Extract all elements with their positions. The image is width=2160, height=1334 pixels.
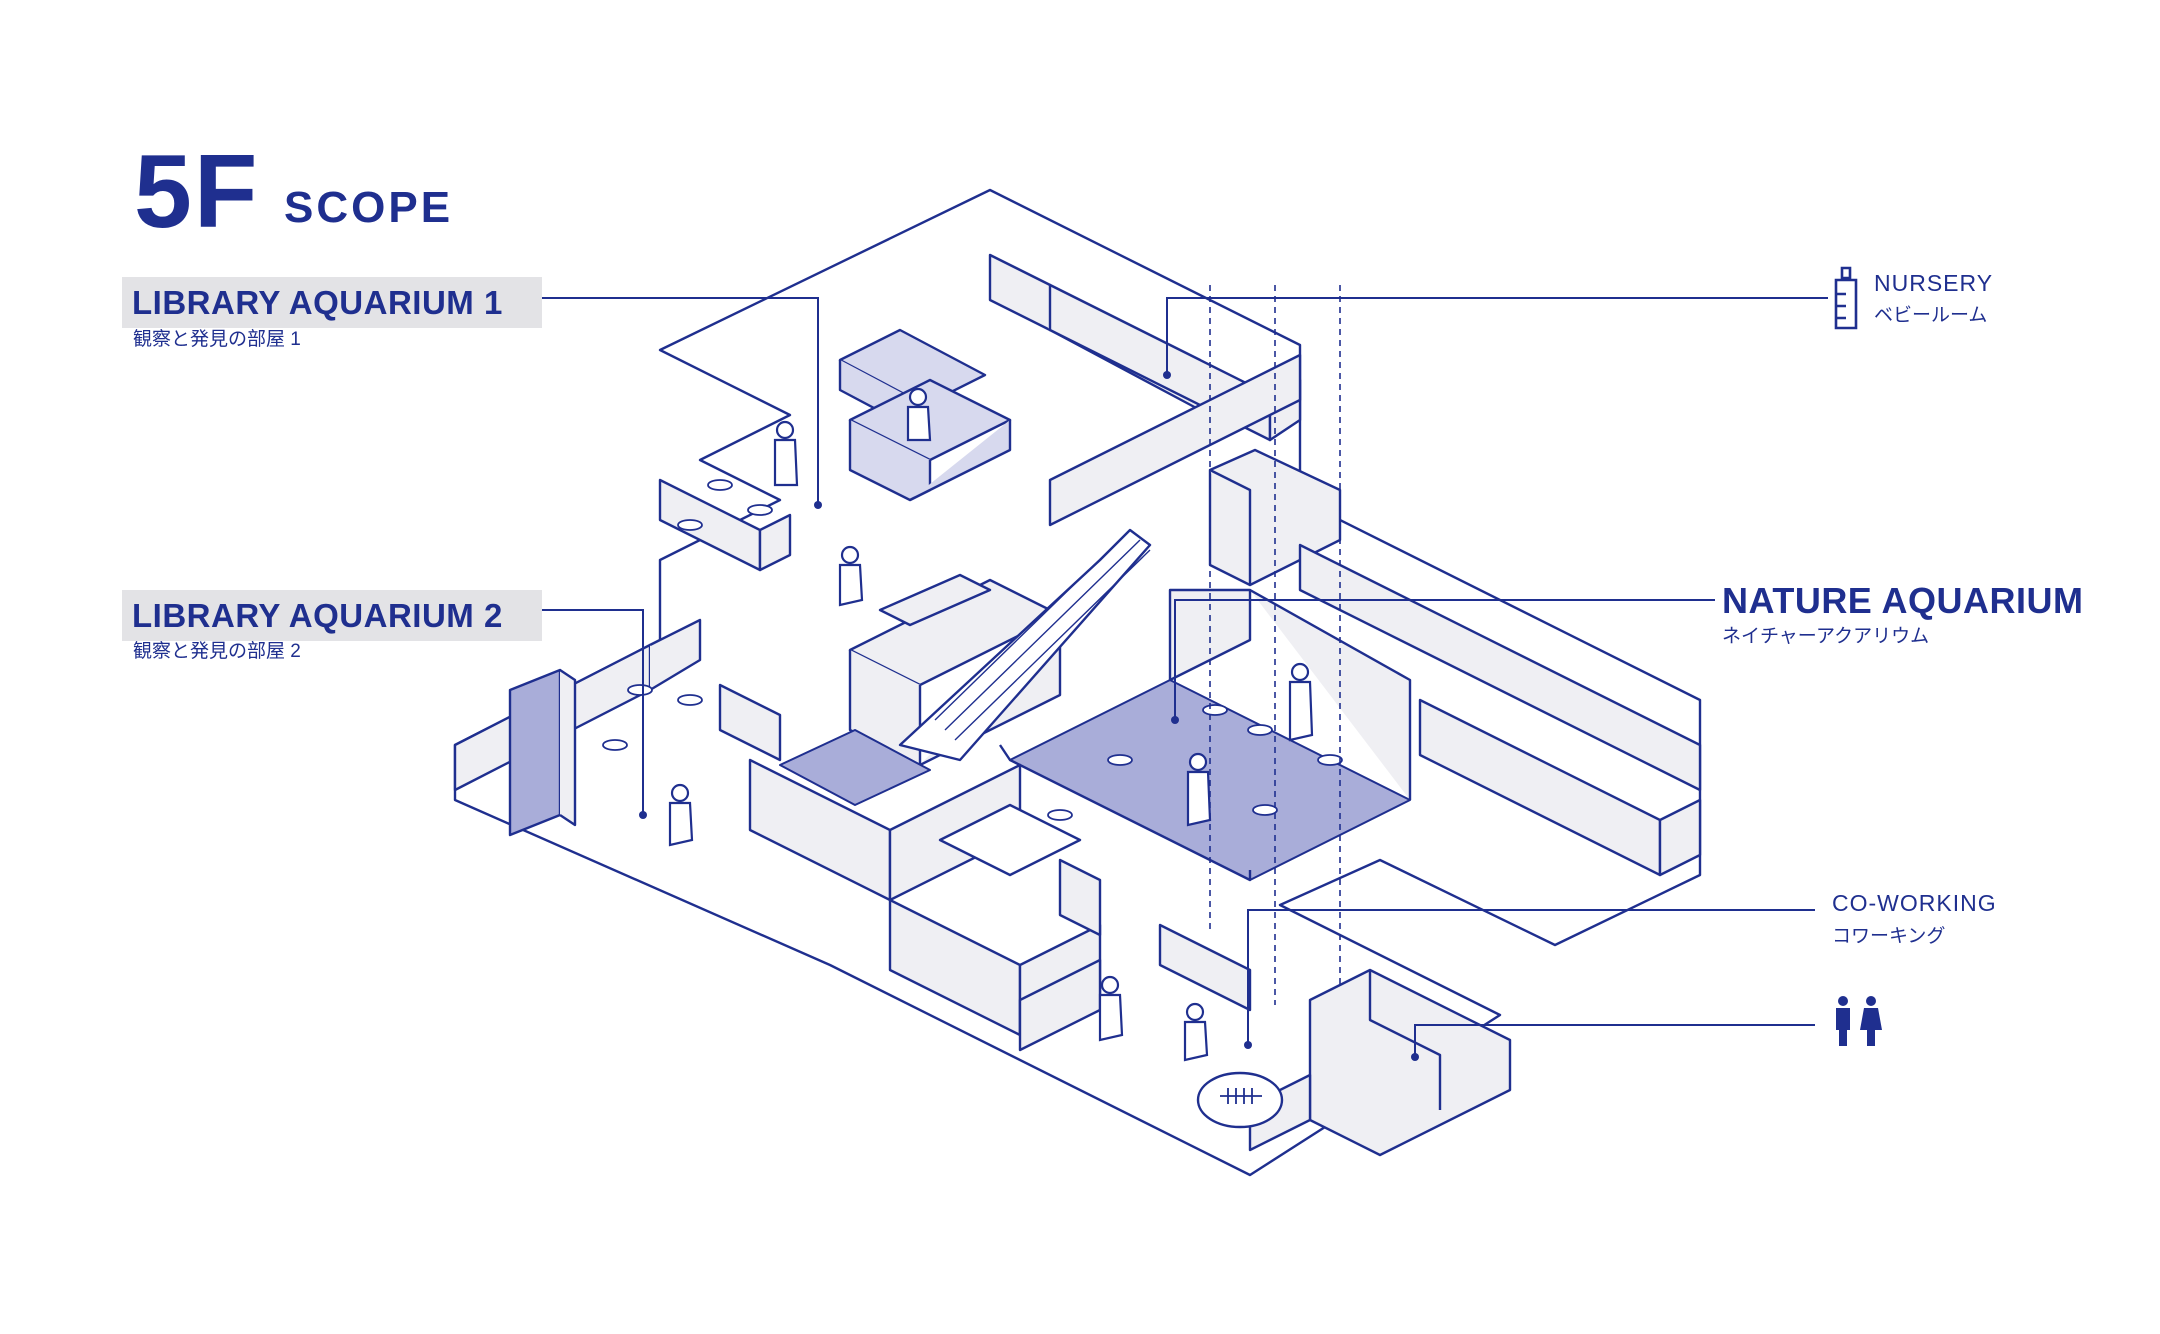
nature-aquarium-rim (1168, 588, 1412, 800)
coworking-title: CO-WORKING (1832, 890, 1997, 916)
library1-book-stack (838, 328, 1012, 502)
right-corridor-walls (1048, 353, 1702, 877)
nursery-subtitle: ベビールーム (1874, 305, 1988, 326)
library2-book (508, 668, 562, 837)
fish-shapes (602, 479, 1343, 821)
coworking-room (1018, 923, 1512, 1157)
visitor-figures (668, 387, 1314, 1062)
escalator (848, 528, 1152, 767)
library1-subtitle: 観察と発見の部屋 1 (133, 329, 301, 350)
library2-subtitle: 観察と発見の部屋 2 (133, 641, 301, 662)
floor-number: 5F (134, 134, 260, 250)
floor-name: SCOPE (284, 183, 454, 232)
restroom-icon (1836, 996, 1882, 1046)
leader-lines (522, 297, 1828, 1057)
leader-dots (639, 371, 1419, 1061)
fish-skeleton (1220, 1088, 1262, 1104)
nursery-title: NURSERY (1874, 270, 1994, 296)
nature-aquarium-title: NATURE AQUARIUM (1722, 580, 2084, 621)
baby-bottle-icon (1834, 266, 1858, 330)
library2-title: LIBRARY AQUARIUM 2 (122, 590, 542, 641)
library1-title: LIBRARY AQUARIUM 1 (122, 277, 542, 328)
coworking-subtitle: コワーキング (1832, 926, 1946, 947)
library2-walls (453, 618, 782, 792)
lower-water (779, 729, 931, 806)
dashed-guides (1209, 285, 1341, 1005)
nature-aquarium-subtitle: ネイチャーアクアリウム (1722, 626, 1930, 647)
